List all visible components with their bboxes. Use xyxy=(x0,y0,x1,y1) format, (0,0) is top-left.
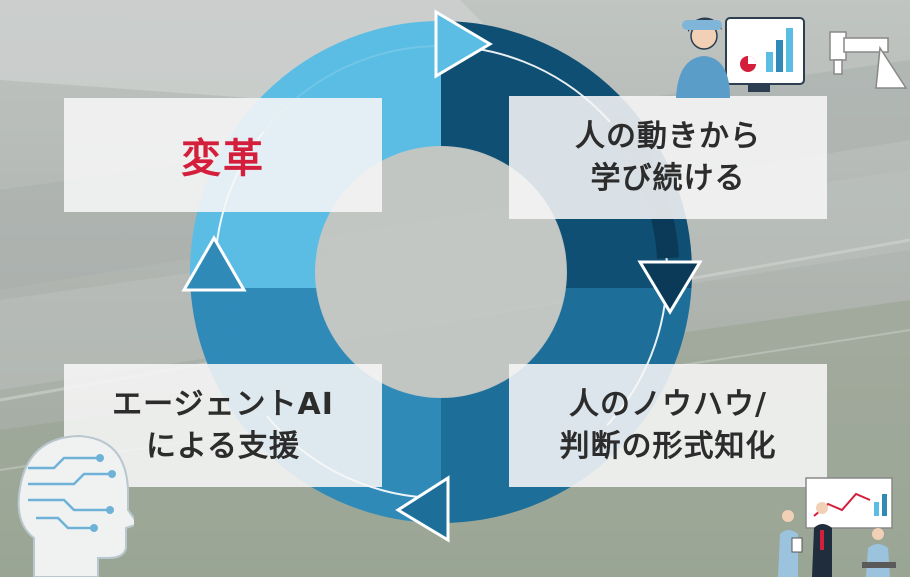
label-learn-line1: 人の動きから xyxy=(575,118,761,154)
label-agent-line1: エージェントAI xyxy=(112,386,334,422)
label-transformation: 変革 xyxy=(64,98,382,212)
label-knowhow-line2: 判断の形式知化 xyxy=(559,428,777,464)
ai-head-circuit-icon xyxy=(17,434,134,577)
label-knowhow-line1: 人のノウハウ/ xyxy=(569,386,767,422)
label-transformation-text: 変革 xyxy=(181,136,265,182)
team-presentation-icon xyxy=(778,477,896,577)
ring-segment-top-right xyxy=(441,21,692,288)
label-learn-from-movement: 人の動きから 学び続ける xyxy=(509,96,827,219)
label-agent-line2: による支援 xyxy=(145,428,301,464)
label-learn-line2: 学び続ける xyxy=(590,160,746,196)
ring-segment-top-left xyxy=(190,21,441,288)
analyst-with-chart-icon xyxy=(676,17,805,98)
robot-arm-icon xyxy=(829,31,908,89)
label-formalize-knowhow: 人のノウハウ/ 判断の形式知化 xyxy=(509,364,827,487)
